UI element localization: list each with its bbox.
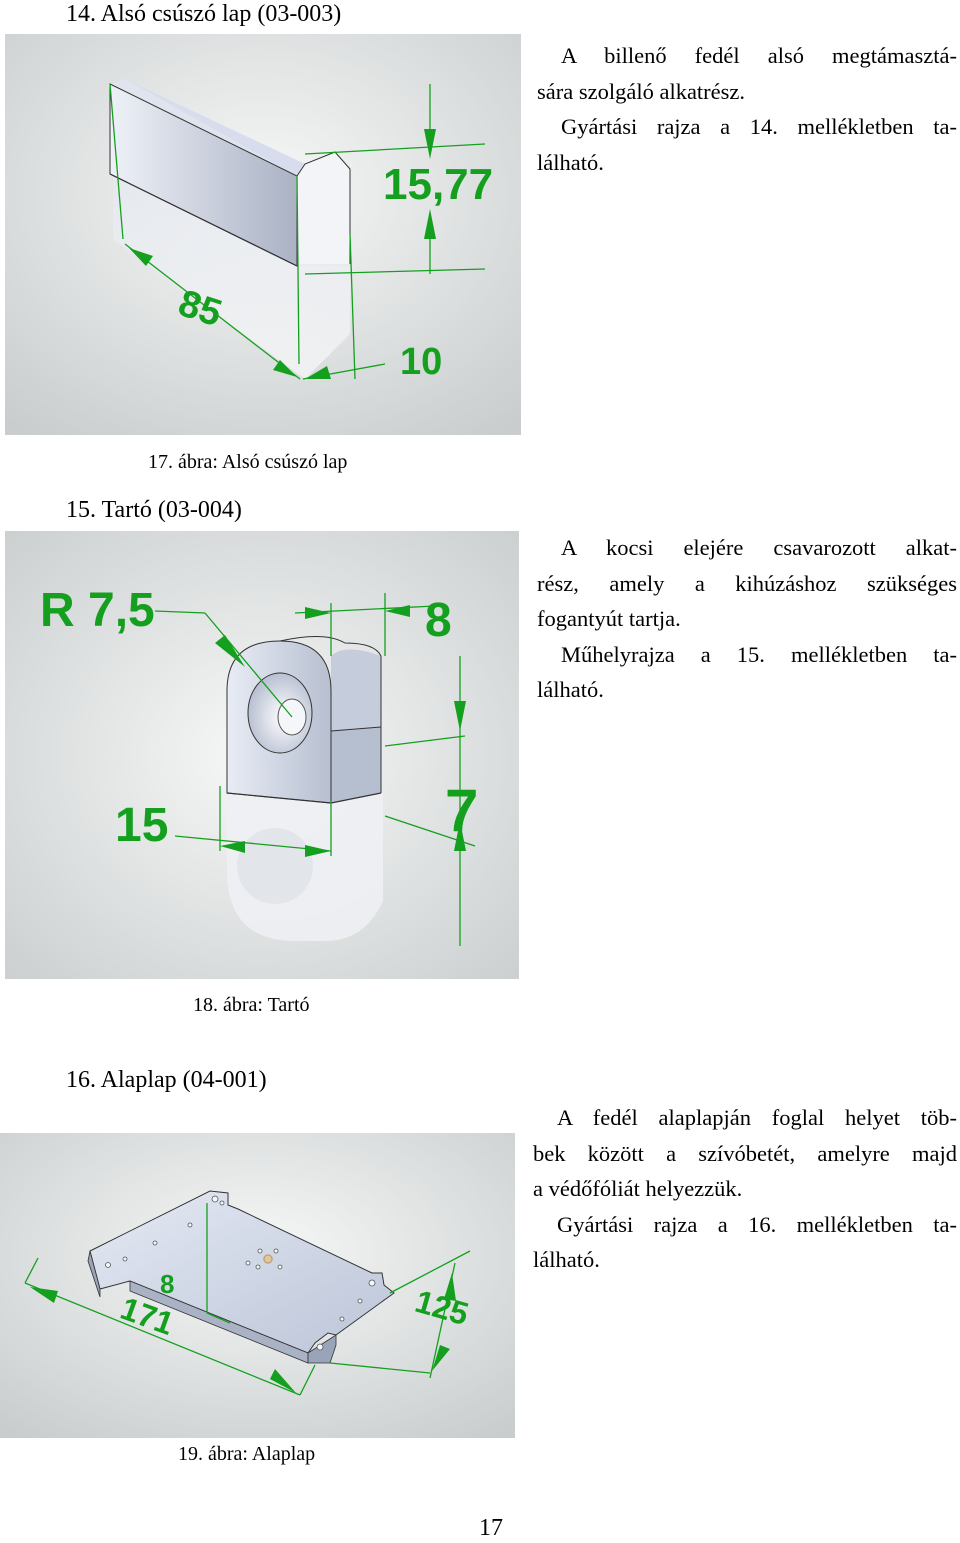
paragraph: A fedél alaplapján foglal helyet töb- be… — [533, 1100, 957, 1207]
paragraph: Gyártási rajza a 16. mellékletben ta- lá… — [533, 1207, 957, 1278]
figure-alaplap: 8 171 125 — [0, 1133, 515, 1438]
figure-caption-17: 17. ábra: Alsó csúszó lap — [148, 451, 348, 473]
dim-15: 15 — [115, 799, 168, 852]
text-line: Gyártási rajza a 16. mellékletben ta- — [557, 1211, 957, 1237]
text-line: rész, amely a kihúzáshoz szükséges — [537, 570, 957, 596]
dim-8: 8 — [160, 1269, 174, 1299]
text-line: lálható. — [537, 149, 604, 175]
dim-10: 10 — [400, 341, 442, 383]
dim-8: 8 — [425, 594, 452, 647]
figure-caption-19: 19. ábra: Alaplap — [178, 1443, 316, 1465]
paragraph: A billenő fedél alsó megtámasztá- sára s… — [537, 38, 957, 109]
text-line: A fedél alaplapján foglal helyet töb- — [557, 1105, 957, 1130]
description-14: A billenő fedél alsó megtámasztá- sára s… — [537, 38, 957, 180]
description-16: A fedél alaplapján foglal helyet töb- be… — [533, 1100, 957, 1278]
text-line: A kocsi elejére csavarozott alkat- — [561, 535, 957, 560]
text-line: fogantyút tartja. — [537, 606, 681, 631]
section-heading-16: 16. Alaplap (04-001) — [66, 1067, 267, 1093]
page-number: 17 — [479, 1515, 503, 1541]
text-line: a védőfóliát helyezzük. — [533, 1176, 743, 1201]
description-15: A kocsi elejére csavarozott alkat- rész,… — [537, 530, 957, 708]
dim-7: 7 — [445, 777, 478, 844]
text-line: bek között a szívóbetét, amelyre majd — [533, 1140, 957, 1166]
paragraph: A kocsi elejére csavarozott alkat- rész,… — [537, 530, 957, 637]
text-line: sára szolgáló alkatrész. — [537, 78, 746, 104]
figure-tarto: R 7,5 8 15 7 — [5, 531, 519, 979]
section-heading-15: 15. Tartó (03-004) — [66, 497, 242, 523]
text-line: Műhelyrajza a 15. mellékletben ta- — [561, 641, 957, 667]
text-line: lálható. — [537, 677, 604, 702]
dim-15-77: 15,77 — [383, 160, 493, 209]
figure-also-csuszo-lap: 15,77 85 10 — [5, 34, 521, 435]
section-heading-14: 14. Alsó csúszó lap (03-003) — [66, 1, 342, 27]
paragraph: Gyártási rajza a 14. mellékletben ta- lá… — [537, 109, 957, 180]
dim-r-7-5: R 7,5 — [40, 584, 155, 637]
text-line: A billenő fedél alsó megtámasztá- — [561, 43, 957, 68]
text-line: Gyártási rajza a 14. mellékletben ta- — [561, 114, 957, 139]
text-line: lálható. — [533, 1247, 600, 1272]
paragraph: Műhelyrajza a 15. mellékletben ta- lálha… — [537, 637, 957, 708]
figure-caption-18: 18. ábra: Tartó — [193, 994, 310, 1016]
